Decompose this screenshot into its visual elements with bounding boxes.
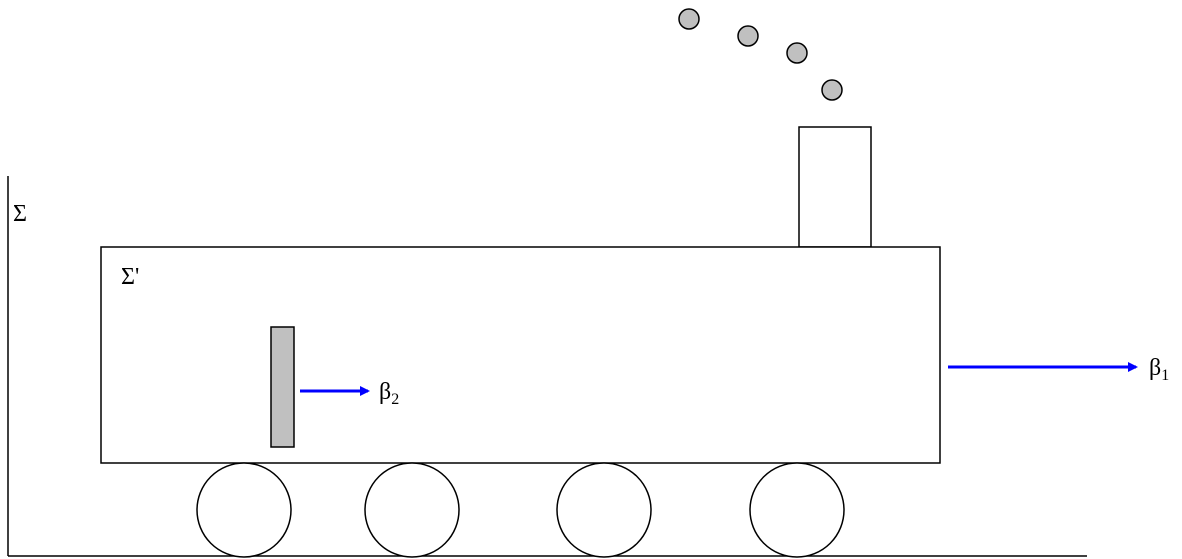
wheel xyxy=(364,462,460,558)
plate-velocity-subscript: 2 xyxy=(391,391,399,408)
wheel xyxy=(749,462,845,558)
plate-velocity-label: β2 xyxy=(379,379,399,408)
train-velocity-symbol: β xyxy=(1149,355,1161,381)
train-velocity-subscript: 1 xyxy=(1161,367,1169,384)
chimney xyxy=(798,126,872,248)
plate xyxy=(270,326,295,448)
wheel xyxy=(196,462,292,558)
train-velocity-label: β1 xyxy=(1149,355,1169,384)
plate-velocity-symbol: β xyxy=(379,379,391,405)
train-body xyxy=(100,246,941,464)
smoke-puff xyxy=(786,42,808,64)
wheel xyxy=(556,462,652,558)
train-frame-label: Σ' xyxy=(121,264,139,290)
smoke-puff xyxy=(821,79,843,101)
smoke-puff xyxy=(678,8,700,30)
ground-frame-label: Σ xyxy=(13,201,27,227)
smoke-puff xyxy=(737,25,759,47)
